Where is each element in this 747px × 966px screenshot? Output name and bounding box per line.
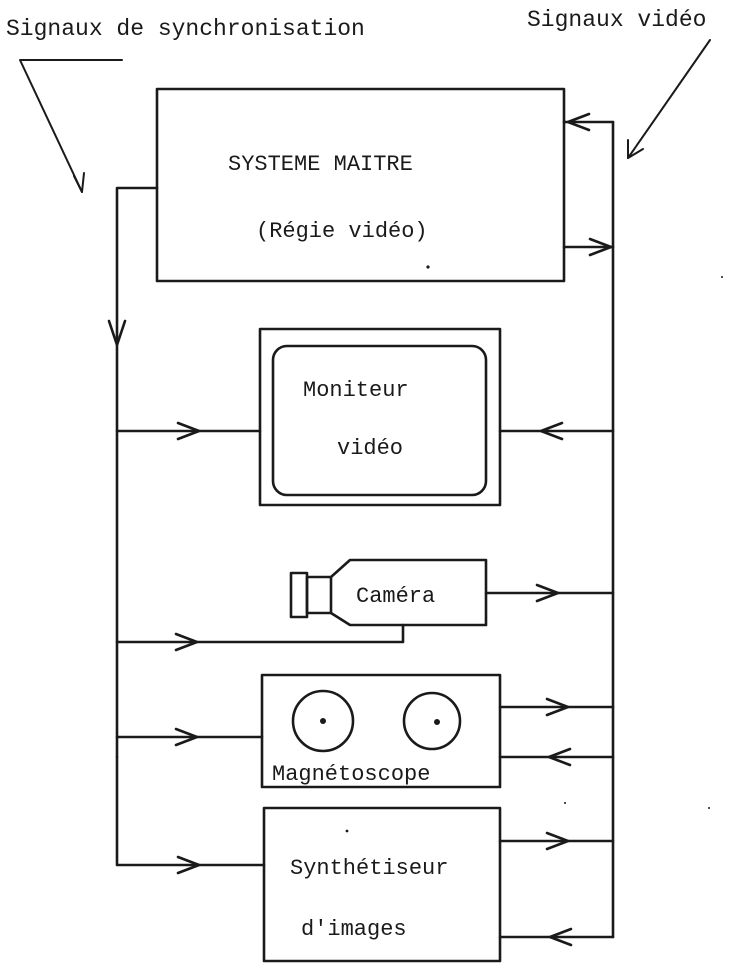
sync-bus [107,186,159,759]
sync-pointer [19,59,123,193]
vcr-video-out [498,697,615,717]
image-synthesizer-subtitle: d'images [301,917,407,942]
video-monitor-block: Moniteur vidéo [258,327,502,507]
scan-specks [451,276,723,809]
sync-to-vcr [115,727,264,747]
camera-label: Caméra [356,584,435,609]
sync-to-camera [115,623,405,652]
synthesizer-video-out [498,831,615,851]
vcr-label: Magnétoscope [272,762,430,787]
video-to-synthesizer [498,927,615,947]
video-to-monitor [498,421,615,441]
sync-to-synthesizer [115,755,266,875]
camera-block: Caméra [289,558,488,627]
video-monitor-title: Moniteur [303,378,409,403]
sync-signals-label: Signaux de synchronisation [6,16,365,42]
video-pointer [627,39,711,159]
camera-video-out [484,583,615,603]
image-synthesizer-block: Synthétiseur d'images [262,806,502,963]
sync-to-monitor [115,421,262,441]
video-to-vcr [498,747,615,767]
image-synthesizer-title: Synthétiseur [290,856,448,881]
video-monitor-subtitle: vidéo [337,436,403,461]
master-system-block: SYSTEME MAITRE (Régie vidéo) [155,87,566,283]
master-system-title: SYSTEME MAITRE [228,152,413,177]
video-return-to-master [562,112,615,132]
master-system-subtitle: (Régie vidéo) [256,219,428,244]
video-signals-label: Signaux vidéo [527,7,706,33]
vcr-block: Magnétoscope [260,673,502,789]
video-out-from-master [562,237,615,257]
